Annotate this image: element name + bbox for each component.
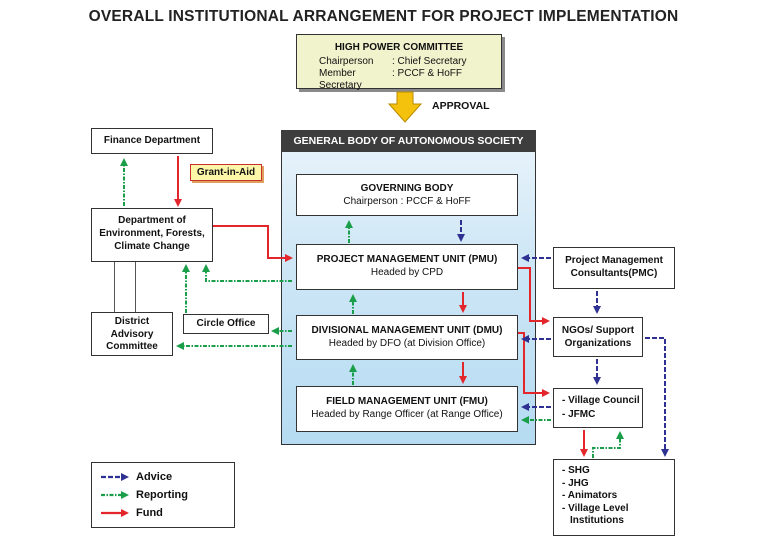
dmu-sub: Headed by DFO (at Division Office) <box>328 338 486 349</box>
reporting-community-to-village <box>592 431 624 458</box>
fmu-box: FIELD MANAGEMENT UNIT (FMU) Headed by Ra… <box>296 386 518 432</box>
fund-department-to-pmu <box>213 225 293 262</box>
community-item: - Animators <box>562 490 618 501</box>
legend-fund-label: Fund <box>136 507 163 519</box>
department-line1: Department of <box>118 215 186 226</box>
ngos-line2: Organizations <box>564 338 632 349</box>
village-line2: - JFMC <box>562 409 596 420</box>
hpc-member-key: Member Secretary <box>319 68 362 91</box>
legend-fund: Fund <box>100 505 163 521</box>
pmc-line2: Consultants(PMC) <box>570 268 658 279</box>
general-body-heading: GENERAL BODY OF AUTONOMOUS SOCIETY <box>281 130 536 152</box>
district-advisory-line3: Committee <box>106 341 158 352</box>
pmc-line1: Project Management <box>565 255 663 266</box>
fund-arrows <box>174 156 588 457</box>
approval-arrow-icon <box>387 91 423 123</box>
dmu-heading: DIVISIONAL MANAGEMENT UNIT (DMU) <box>311 325 503 336</box>
approval-label: APPROVAL <box>432 100 490 112</box>
pmu-sub: Headed by CPD <box>370 267 444 278</box>
fund-dmu-to-village <box>518 332 550 397</box>
department-connector-column <box>114 262 136 312</box>
district-advisory-line1: District <box>114 316 150 327</box>
ngos-line1: NGOs/ Support <box>561 325 635 336</box>
advice-arrow-icon <box>101 473 129 481</box>
village-line1: - Village Council <box>562 395 640 406</box>
finance-department-box: Finance Department <box>91 128 213 154</box>
legend-reporting-label: Reporting <box>136 489 188 501</box>
reporting-arrows <box>120 158 624 458</box>
reporting-pmu-to-department <box>202 264 292 282</box>
circle-office-label: Circle Office <box>196 318 256 329</box>
governing-body-heading: GOVERNING BODY <box>360 183 454 194</box>
hpc-chair-value: : Chief Secretary <box>392 56 467 67</box>
advice-ngos-to-community <box>645 337 669 457</box>
department-line3: Climate Change <box>114 241 190 252</box>
grant-in-aid-callout: Grant-in-Aid <box>190 164 262 181</box>
circle-office-box: Circle Office <box>183 314 269 334</box>
community-item: - JHG <box>562 477 589 489</box>
fund-pmu-to-ngos <box>518 267 550 325</box>
community-box: - SHG - JHG - Animators - Village Level … <box>553 459 675 536</box>
pmu-box: PROJECT MANAGEMENT UNIT (PMU) Headed by … <box>296 244 518 290</box>
ngos-box: NGOs/ Support Organizations <box>553 317 643 357</box>
village-box: - Village Council - JFMC <box>553 388 643 428</box>
fmu-sub: Headed by Range Officer (at Range Office… <box>311 409 503 420</box>
department-box: Department of Environment, Forests, Clim… <box>91 208 213 262</box>
community-item: - Village Level <box>562 502 629 514</box>
hpc-heading: HIGH POWER COMMITTEE <box>334 42 464 53</box>
page-title: OVERALL INSTITUTIONAL ARRANGEMENT FOR PR… <box>88 8 679 25</box>
hpc-member-value: : PCCF & HoFF <box>392 68 463 79</box>
finance-department-label: Finance Department <box>103 135 201 146</box>
legend-advice: Advice <box>100 469 172 485</box>
governing-body-sub: Chairperson : PCCF & HoFF <box>343 196 471 207</box>
fund-arrow-icon <box>101 509 129 517</box>
legend-advice-label: Advice <box>136 471 173 483</box>
department-line2: Environment, Forests, <box>99 228 205 239</box>
legend-reporting: Reporting <box>100 487 188 503</box>
pmu-heading: PROJECT MANAGEMENT UNIT (PMU) <box>316 254 498 265</box>
district-advisory-box: District Advisory Committee <box>91 312 173 356</box>
community-item: Institutions <box>570 515 624 526</box>
community-item: - SHG <box>562 465 590 476</box>
dmu-box: DIVISIONAL MANAGEMENT UNIT (DMU) Headed … <box>296 315 518 360</box>
district-advisory-line2: Advisory <box>110 328 154 340</box>
pmc-box: Project Management Consultants(PMC) <box>553 247 675 289</box>
governing-body-box: GOVERNING BODY Chairperson : PCCF & HoFF <box>296 174 518 216</box>
high-power-committee-box: HIGH POWER COMMITTEE Chairperson : Chief… <box>296 34 502 91</box>
advice-arrows <box>457 220 669 457</box>
reporting-arrow-icon <box>101 491 129 499</box>
legend: Advice Reporting Fund <box>91 462 235 528</box>
fmu-heading: FIELD MANAGEMENT UNIT (FMU) <box>326 396 488 407</box>
hpc-chair-key: Chairperson <box>319 56 374 67</box>
